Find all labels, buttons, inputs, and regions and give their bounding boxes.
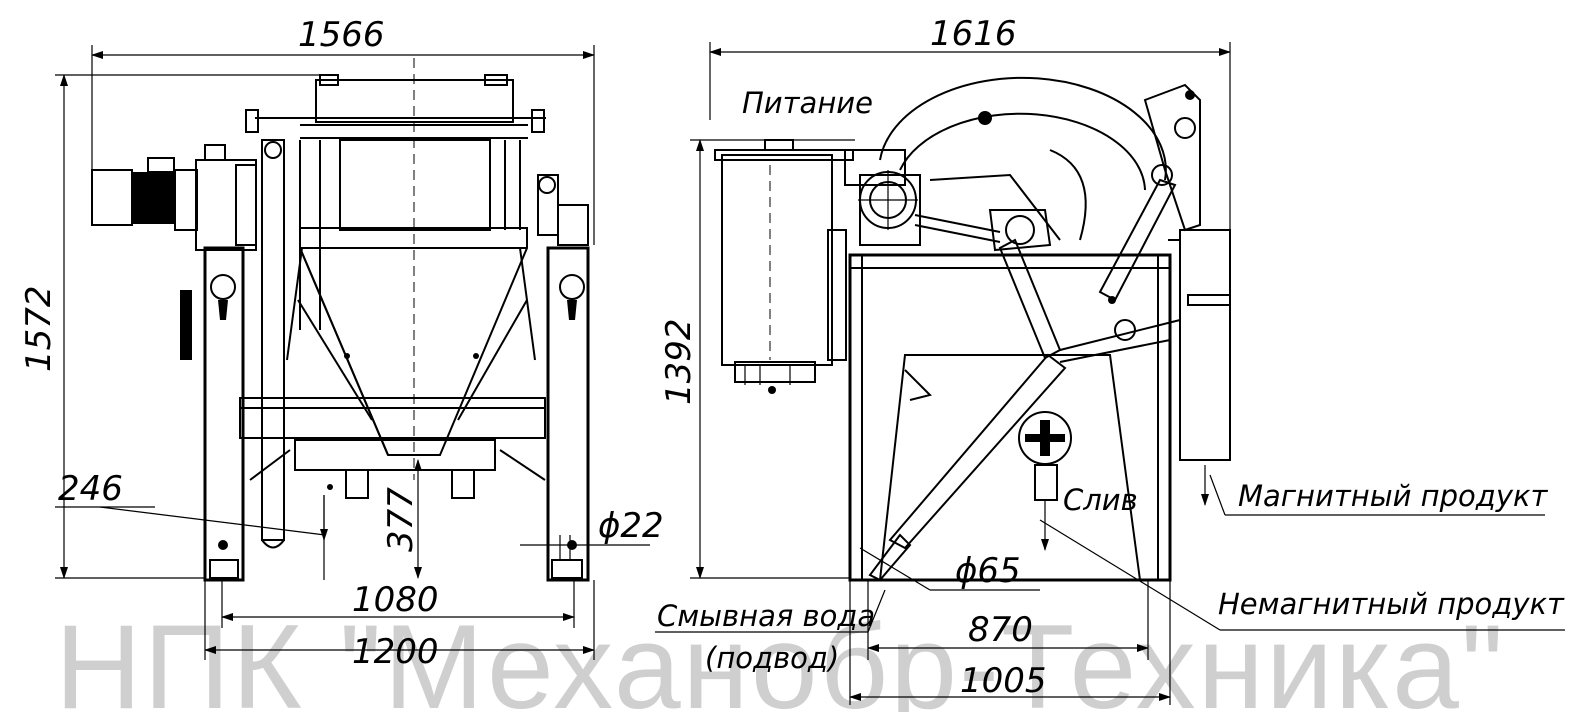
dim-870: 870 (968, 610, 1033, 650)
label-magnetic-product: Магнитный продукт (1238, 479, 1548, 513)
label-nonmagnetic-product: Немагнитный продукт (1218, 587, 1565, 621)
label-wash-water: Смывная вода (657, 599, 875, 633)
dim-1566: 1566 (298, 15, 385, 55)
dim-1005: 1005 (960, 661, 1047, 701)
dim-1200: 1200 (352, 632, 439, 672)
dim-phi22: ϕ22 (598, 506, 664, 546)
dim-246: 246 (58, 469, 123, 509)
dim-1616: 1616 (930, 14, 1017, 54)
label-feed: Питание (742, 86, 873, 120)
dim-1080: 1080 (352, 580, 439, 620)
dim-phi65: ϕ65 (955, 551, 1021, 591)
side-view: 1616 Питание 1392 (655, 14, 1565, 705)
dim-377: 377 (381, 487, 421, 552)
front-view: 1566 1572 246 377 ϕ22 1080 1200 (19, 15, 664, 672)
label-drain: Слив (1063, 483, 1138, 517)
dim-1572: 1572 (19, 285, 59, 372)
dim-1392: 1392 (659, 318, 699, 405)
label-wash-water-supply: (подвод) (705, 641, 839, 675)
